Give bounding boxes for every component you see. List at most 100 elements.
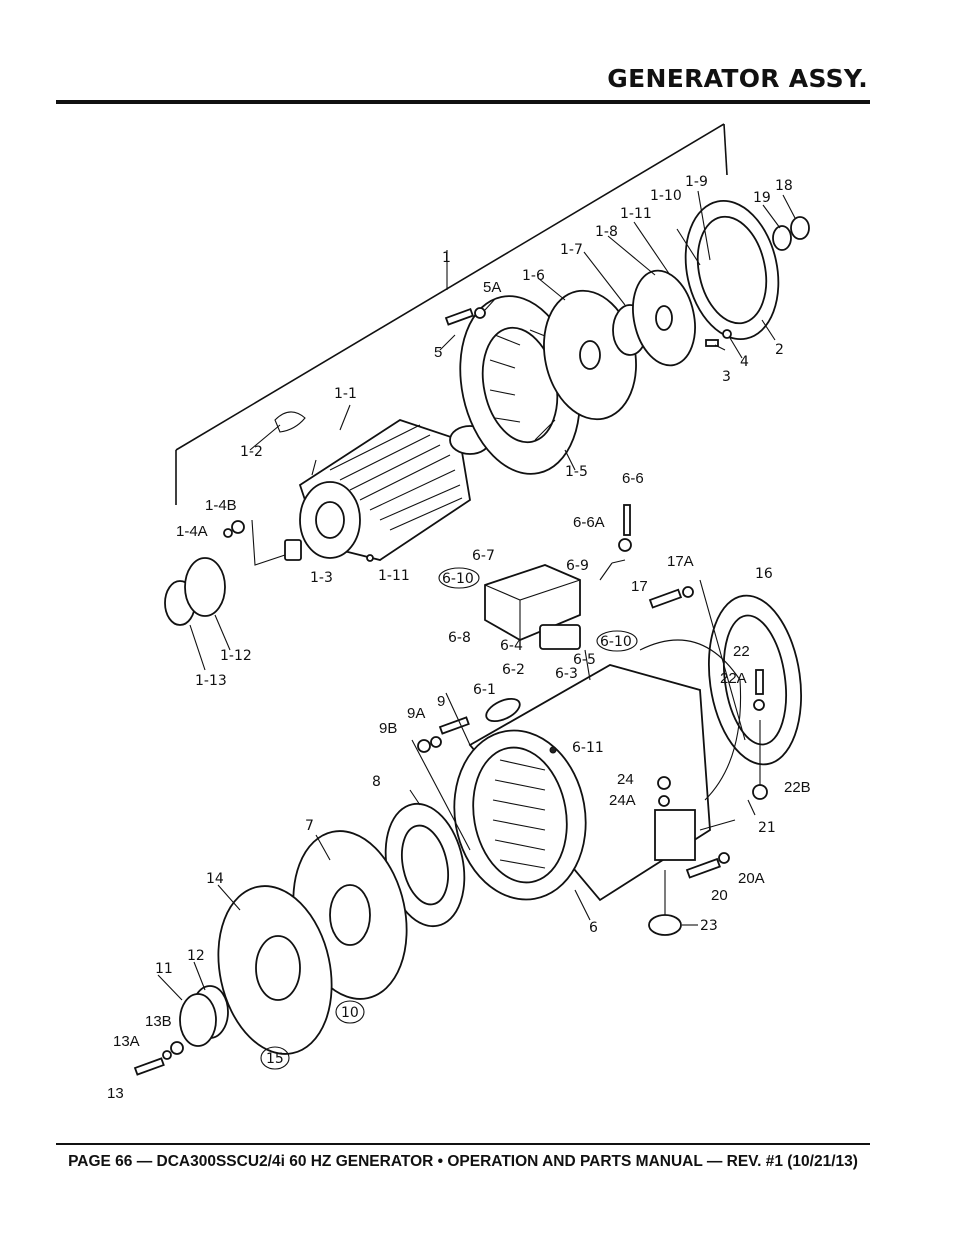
- callout-2: 2: [775, 342, 784, 358]
- end-bracket-7-hub: [329, 884, 371, 946]
- callout-6-11: 6-11: [572, 740, 604, 756]
- callout-13: 13: [107, 1085, 124, 1102]
- callout-6-10-circle-left: [438, 567, 480, 589]
- washer-4-shape: [722, 329, 732, 339]
- callout-17a: 17A: [667, 553, 694, 570]
- leader-lines: [157, 190, 796, 1001]
- rotor-group-bracket: [175, 123, 728, 505]
- callout-1-9: 1-9: [685, 174, 708, 190]
- end-bracket-2-inner: [696, 215, 768, 325]
- callout-17: 17: [631, 578, 648, 595]
- callout-1-5: 1-5: [565, 464, 588, 480]
- callout-1-11-bottom: 1-11: [378, 568, 410, 584]
- callout-1-3: 1-3: [310, 570, 333, 586]
- part-1-3-shape: [284, 539, 302, 561]
- callout-22b: 22B: [784, 779, 811, 796]
- callout-6-6: 6-6: [622, 470, 644, 487]
- cover-21: [639, 639, 742, 801]
- callout-15-circle: [260, 1046, 290, 1070]
- end-cover-16-inner: [723, 614, 787, 746]
- callout-8: 8: [372, 774, 381, 790]
- footer-rule: [56, 1143, 870, 1145]
- bolt-9-shape: [438, 716, 470, 735]
- bolt-5-shape: [444, 307, 474, 326]
- washer-6-6A-shape: [618, 538, 632, 552]
- plate-1-6-hole: [579, 340, 601, 370]
- callout-5: 5: [434, 344, 442, 361]
- part-1-4A-shape: [223, 528, 233, 538]
- page-footer: PAGE 66 — DCA300SSCU2/4i 60 HZ GENERATOR…: [68, 1153, 858, 1170]
- callout-14: 14: [206, 871, 224, 887]
- callout-6-9: 6-9: [566, 558, 589, 574]
- callout-15: 15: [266, 1051, 284, 1067]
- callout-10-circle: [335, 1000, 365, 1024]
- callout-1-6: 1-6: [522, 268, 545, 284]
- exciter-field-8-inner: [401, 824, 449, 906]
- callout-6-10-circle-right: [596, 630, 638, 652]
- callout-16: 16: [755, 566, 773, 582]
- callout-1-7: 1-7: [560, 242, 583, 258]
- callout-13a: 13A: [113, 1033, 140, 1050]
- washer-13A-shape: [162, 1050, 172, 1060]
- bolt-3-shape: [705, 339, 719, 347]
- washer-9B-shape: [417, 739, 431, 753]
- page-title: GENERATOR ASSY.: [607, 64, 868, 93]
- callout-6-2: 6-2: [502, 662, 525, 678]
- callout-1-11-top: 1-11: [620, 206, 652, 222]
- callout-1-13: 1-13: [195, 673, 227, 689]
- washer-22A-shape: [753, 699, 765, 711]
- callout-1-8: 1-8: [595, 224, 618, 240]
- washer-17A-shape: [682, 586, 694, 598]
- callout-18: 18: [775, 178, 793, 194]
- callout-1-2: 1-2: [240, 444, 263, 460]
- callout-9a: 9A: [407, 705, 425, 722]
- bolt-13-shape: [133, 1057, 165, 1076]
- bolt-17-shape: [648, 588, 683, 609]
- callout-6-10-left: 6-10: [442, 571, 474, 587]
- callout-23: 23: [700, 918, 718, 934]
- callout-24a: 24A: [609, 792, 636, 809]
- mount-23-shape: [648, 914, 682, 936]
- callout-24: 24: [617, 771, 634, 788]
- callout-7: 7: [305, 818, 314, 834]
- bearing-18: [790, 216, 810, 240]
- callout-3: 3: [722, 369, 731, 385]
- washer-13B-shape: [170, 1041, 184, 1055]
- callout-1-12: 1-12: [220, 648, 252, 664]
- callout-12: 12: [187, 948, 205, 964]
- callout-20: 20: [711, 887, 728, 904]
- plate-1-12: [184, 557, 226, 617]
- callout-6-7: 6-7: [472, 548, 495, 564]
- washer-9A-shape: [430, 736, 442, 748]
- plate-1-8-hole: [655, 305, 673, 331]
- leader-1-3: [251, 519, 286, 566]
- bracket-foot: [654, 809, 696, 861]
- terminal-box-lines: [484, 579, 581, 640]
- callout-20a: 20A: [738, 870, 765, 887]
- callout-19: 19: [753, 190, 771, 206]
- callout-13b: 13B: [145, 1013, 172, 1030]
- callout-6-3: 6-3: [555, 666, 578, 682]
- callout-1-4b: 1-4B: [205, 497, 237, 514]
- callout-5a: 5A: [483, 279, 501, 296]
- callout-22a: 22A: [720, 670, 747, 687]
- washer-5A-shape: [474, 307, 486, 319]
- bolt-20-shape: [685, 857, 721, 879]
- bolt-6-6-shape: [623, 504, 631, 536]
- bearing-19: [772, 225, 792, 251]
- callout-11: 11: [155, 961, 173, 977]
- nut-22B-shape: [752, 784, 768, 800]
- nut-24-shape: [657, 776, 671, 790]
- cover-14-center: [255, 935, 301, 1001]
- callout-6-6a: 6-6A: [573, 514, 605, 531]
- callout-21: 21: [758, 820, 776, 836]
- callout-6: 6: [589, 920, 598, 936]
- terminal-box-6-7: [484, 564, 581, 642]
- callout-6-10-right: 6-10: [600, 634, 632, 650]
- callout-6-8: 6-8: [448, 630, 471, 646]
- rotor-assembly: [298, 419, 491, 561]
- callout-1-1: 1-1: [334, 386, 357, 402]
- callout-10: 10: [341, 1005, 359, 1021]
- part-1-4B-shape: [231, 520, 245, 534]
